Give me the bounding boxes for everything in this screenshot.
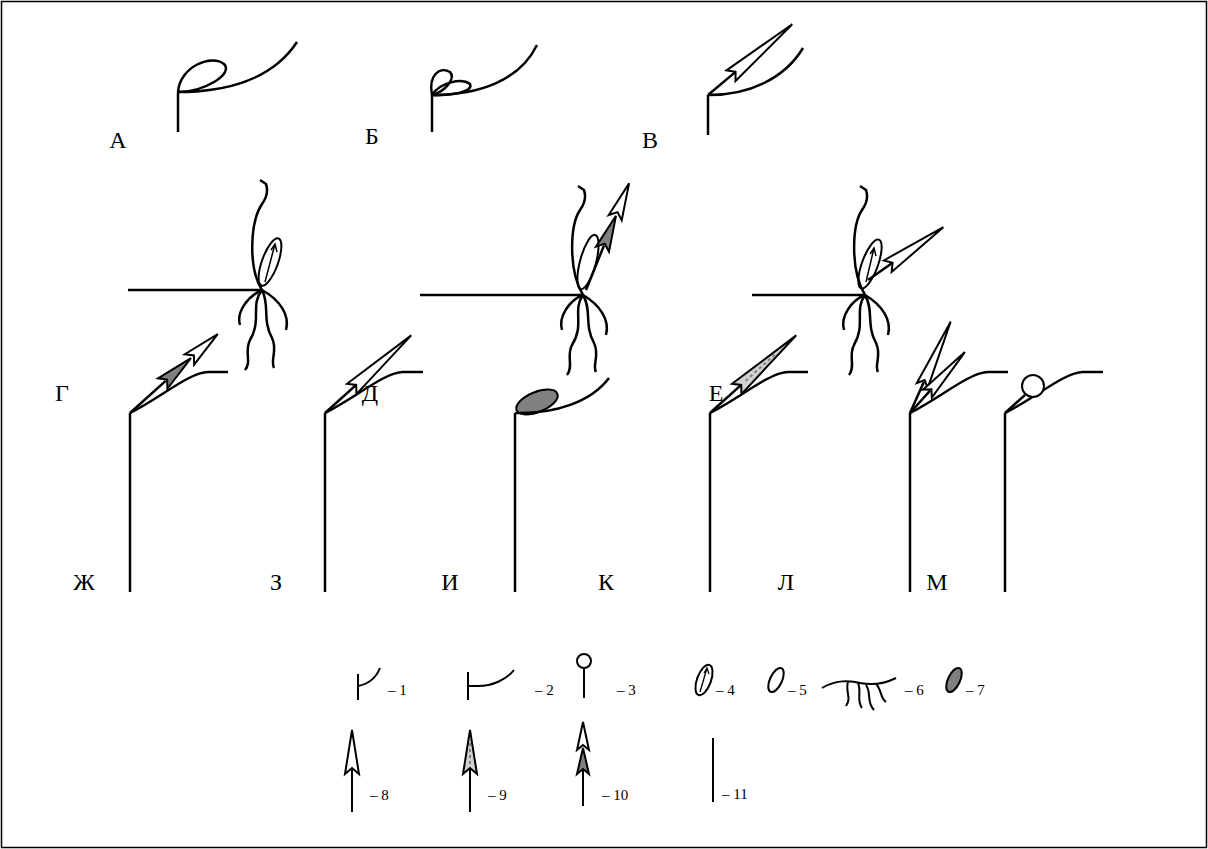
- figure-k: [705, 330, 808, 592]
- figure-z: [320, 330, 423, 592]
- figure-m: [1005, 372, 1103, 592]
- figure-letter: А: [109, 128, 126, 152]
- figure-zh: [125, 329, 228, 592]
- figure-d: [420, 181, 636, 375]
- figure-a: [178, 42, 297, 132]
- figure-letter: М: [926, 570, 947, 594]
- figure-letter: В: [642, 128, 658, 152]
- legend-symbols: [345, 654, 965, 812]
- legend-number: – 11: [722, 787, 748, 802]
- figure-letter: Е: [709, 381, 724, 405]
- legend-number: – 6: [905, 683, 924, 698]
- figure-letter: З: [270, 570, 282, 594]
- figure-letter: Ж: [73, 570, 95, 594]
- legend-number: – 4: [716, 683, 735, 698]
- legend-number: – 2: [535, 683, 554, 698]
- figure-letter: Д: [362, 381, 378, 405]
- figure-b: [431, 45, 537, 132]
- legend-number: – 10: [602, 788, 628, 803]
- figure-letter: И: [441, 570, 458, 594]
- figure-letter: Г: [55, 381, 69, 405]
- figure-letter: К: [598, 570, 614, 594]
- legend-number: – 9: [488, 788, 507, 803]
- figure-letter: Л: [778, 570, 794, 594]
- legend-number: – 5: [788, 683, 807, 698]
- figure-letter: Б: [365, 124, 379, 148]
- legend-number: – 8: [370, 788, 389, 803]
- legend-number: – 3: [617, 683, 636, 698]
- figure-g: [128, 180, 287, 370]
- figure-l: [905, 319, 1008, 592]
- legend-number: – 1: [388, 683, 407, 698]
- figure-i: [513, 378, 609, 592]
- figure-v: [704, 19, 803, 135]
- legend-number: – 7: [966, 683, 985, 698]
